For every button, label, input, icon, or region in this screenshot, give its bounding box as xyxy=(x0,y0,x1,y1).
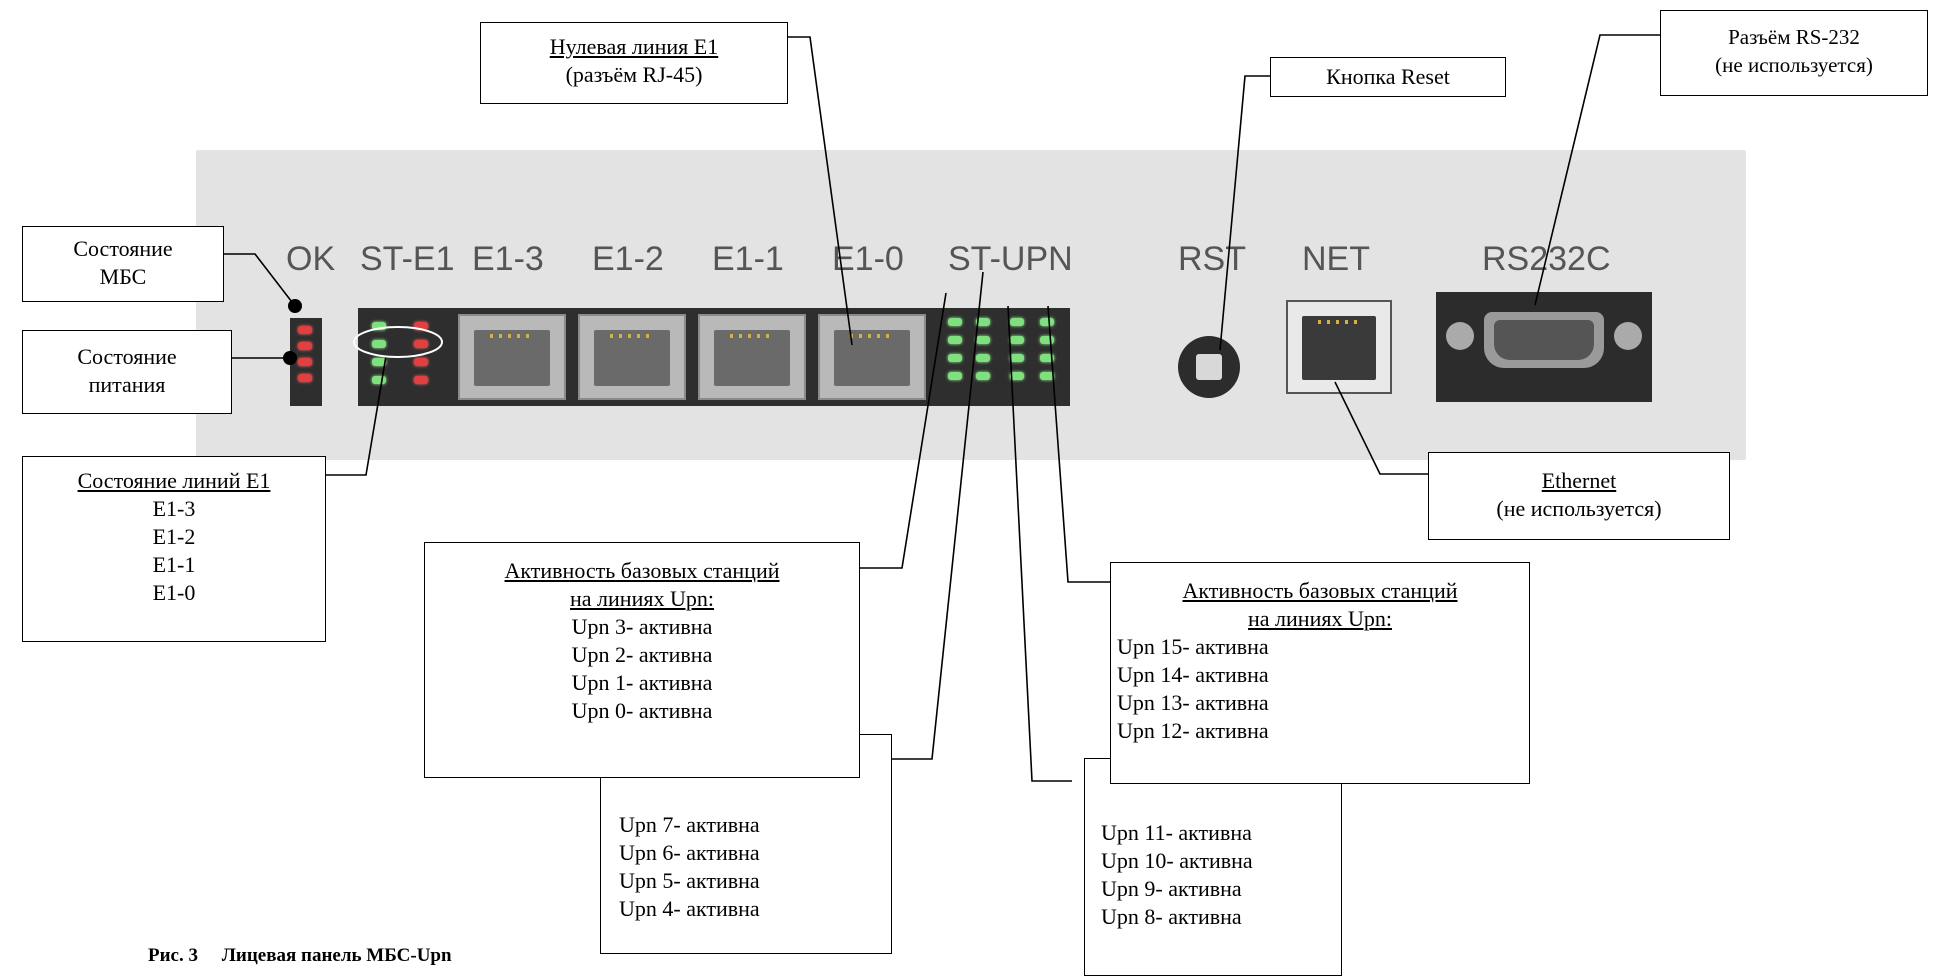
led xyxy=(414,376,428,384)
callout-upn-left-title1: Активность базовых станций xyxy=(504,558,780,583)
led xyxy=(1040,336,1054,344)
callout-e1-state-item: Е1-1 xyxy=(152,552,196,577)
callout-upn-right-title2: на линиях Upn: xyxy=(1248,606,1392,631)
callout-upn-left: Активность базовых станций на линиях Upn… xyxy=(424,542,860,778)
led xyxy=(298,342,312,350)
led xyxy=(1040,318,1054,326)
upn-item: Upn 14- активна xyxy=(1117,662,1269,687)
e1-3-label: E1-3 xyxy=(472,240,544,278)
callout-rs232-sub: (не используется) xyxy=(1715,53,1873,77)
upn-item: Upn 11- активна xyxy=(1101,820,1252,845)
callout-power-state: Состояние питания xyxy=(22,330,232,414)
e1-0-label: E1-0 xyxy=(832,240,904,278)
led xyxy=(1010,354,1024,362)
led xyxy=(298,358,312,366)
st-e1-label: ST-E1 xyxy=(360,240,455,278)
led xyxy=(1010,318,1024,326)
st-upn-label: ST-UPN xyxy=(948,240,1073,278)
led xyxy=(372,322,386,330)
callout-reset: Кнопка Reset xyxy=(1270,57,1506,97)
callout-e1-state-item: Е1-0 xyxy=(152,580,196,605)
callout-ethernet-title: Ethernet xyxy=(1541,468,1617,493)
led xyxy=(372,376,386,384)
led xyxy=(948,372,962,380)
e1-2-label: E1-2 xyxy=(592,240,664,278)
upn-item: Upn 5- активна xyxy=(619,868,760,893)
callout-e1-state-title: Состояние линий Е1 xyxy=(77,468,271,493)
led xyxy=(1010,336,1024,344)
e1-1-label: E1-1 xyxy=(712,240,784,278)
callout-upn-right: Активность базовых станций на линиях Upn… xyxy=(1110,562,1530,784)
callout-mbs-state-line1: Состояние xyxy=(73,236,173,261)
callout-power-state-line1: Состояние xyxy=(77,344,177,369)
upn-item: Upn 8- активна xyxy=(1101,904,1242,929)
rj45-jack-e1-1[interactable] xyxy=(698,314,806,400)
led xyxy=(976,372,990,380)
screw-icon xyxy=(1614,322,1642,350)
callout-e1-state: Состояние линий Е1 Е1-3 Е1-2 Е1-1 Е1-0 xyxy=(22,456,326,642)
led xyxy=(372,358,386,366)
callout-upn-right-title1: Активность базовых станций xyxy=(1182,578,1458,603)
callout-ethernet-sub: (не используется) xyxy=(1496,496,1662,521)
rs232-connector[interactable] xyxy=(1436,292,1652,402)
upn-item: Upn 13- активна xyxy=(1117,690,1269,715)
led xyxy=(372,340,386,348)
callout-e1-state-item: Е1-3 xyxy=(152,496,196,521)
led xyxy=(948,354,962,362)
upn-item: Upn 12- активна xyxy=(1117,718,1269,743)
led xyxy=(1010,372,1024,380)
db9-shell xyxy=(1484,312,1604,368)
screw-icon xyxy=(1446,322,1474,350)
callout-upn-right-secondary: Upn 11- активна Upn 10- активна Upn 9- а… xyxy=(1084,758,1342,976)
upn-item: Upn 3- активна xyxy=(571,614,713,639)
callout-mbs-state-line2: МБС xyxy=(99,264,147,289)
led xyxy=(948,318,962,326)
led xyxy=(414,340,428,348)
upn-item: Upn 4- активна xyxy=(619,896,760,921)
net-label: NET xyxy=(1302,240,1370,278)
ok-label: OK xyxy=(286,240,336,278)
callout-mbs-state: Состояние МБС xyxy=(22,226,224,302)
callout-null-line-title: Нулевая линия Е1 xyxy=(549,34,719,59)
upn-item: Upn 9- активна xyxy=(1101,876,1242,901)
callout-ethernet: Ethernet (не используется) xyxy=(1428,452,1730,540)
callout-power-state-line2: питания xyxy=(88,372,166,397)
callout-reset-title: Кнопка Reset xyxy=(1326,64,1450,89)
upn-item: Upn 6- активна xyxy=(619,840,760,865)
upn-item: Upn 1- активна xyxy=(571,670,713,695)
callout-upn-left-title2: на линиях Upn: xyxy=(570,586,714,611)
rst-label: RST xyxy=(1178,240,1246,278)
upn-item: Upn 2- активна xyxy=(571,642,713,667)
rj45-jack-e1-0[interactable] xyxy=(818,314,926,400)
led xyxy=(976,318,990,326)
callout-e1-state-item: Е1-2 xyxy=(152,524,196,549)
rj45-jack-e1-2[interactable] xyxy=(578,314,686,400)
rj45-jack-e1-3[interactable] xyxy=(458,314,566,400)
led xyxy=(414,322,428,330)
led xyxy=(1040,372,1054,380)
reset-button-cap xyxy=(1196,354,1222,380)
db9-pins xyxy=(1494,320,1594,360)
led xyxy=(976,354,990,362)
led xyxy=(298,326,312,334)
callout-null-line: Нулевая линия Е1 (разъём RJ-45) xyxy=(480,22,788,104)
led xyxy=(298,374,312,382)
led xyxy=(1040,354,1054,362)
reset-button[interactable] xyxy=(1178,336,1240,398)
ethernet-jack[interactable] xyxy=(1286,300,1392,394)
led xyxy=(414,358,428,366)
led xyxy=(976,336,990,344)
callout-null-line-sub: (разъём RJ-45) xyxy=(565,62,703,87)
led xyxy=(948,336,962,344)
upn-item: Upn 7- активна xyxy=(619,812,760,837)
upn-item: Upn 0- активна xyxy=(571,698,713,723)
callout-rs232: Разъём RS-232 (не используется) xyxy=(1660,10,1928,96)
callout-rs232-title: Разъём RS-232 xyxy=(1728,25,1860,49)
upn-item: Upn 10- активна xyxy=(1101,848,1253,873)
figure-caption: Рис. 3 Лицевая панель МБС-Upn xyxy=(148,945,452,966)
upn-item: Upn 15- активна xyxy=(1117,634,1269,659)
